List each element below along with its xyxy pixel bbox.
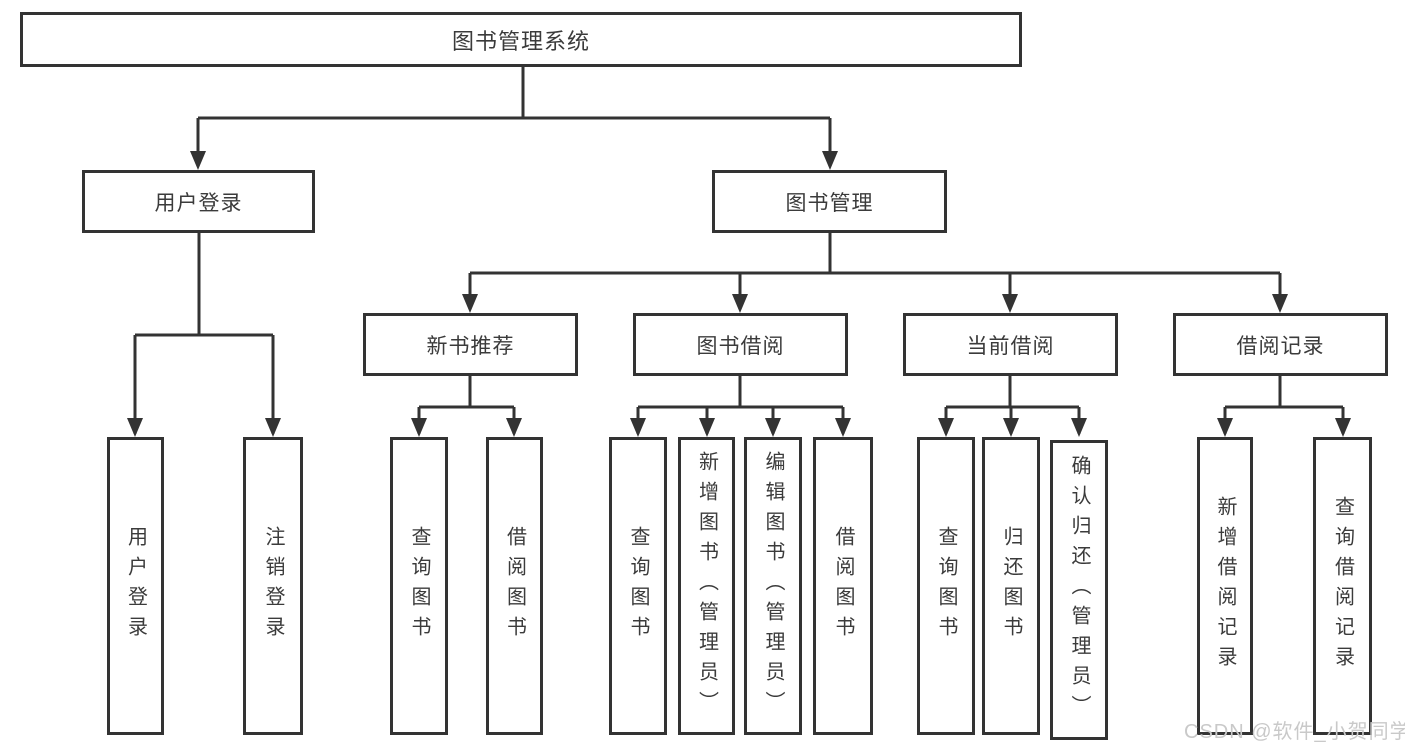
node-label: 当前借阅 — [966, 334, 1055, 358]
node-label: 图书借阅 — [696, 334, 785, 358]
leaf-borrow-books-borrowing: 借阅图书 — [813, 437, 873, 735]
node-label: 图书管理 — [785, 191, 874, 215]
node-new-book-recommendation: 新书推荐 — [363, 313, 578, 376]
node-label: 用户登录 — [124, 526, 147, 646]
arrow-down-icons — [127, 151, 1351, 437]
node-label: 借阅记录 — [1236, 334, 1325, 358]
node-user-login: 用户登录 — [82, 170, 315, 233]
node-book-management: 图书管理 — [712, 170, 947, 233]
leaf-return-books: 归还图书 — [982, 437, 1040, 735]
leaf-add-books-admin: 新增图书（管理员） — [678, 437, 735, 735]
node-label: 查询借阅记录 — [1331, 496, 1354, 676]
node-label: 新书推荐 — [426, 334, 515, 358]
node-label: 查询图书 — [935, 526, 957, 646]
leaf-query-borrowing-record: 查询借阅记录 — [1313, 437, 1372, 735]
node-library-management-system: 图书管理系统 — [20, 12, 1022, 67]
leaf-confirm-return-admin: 确认归还（管理员） — [1050, 440, 1108, 740]
node-label: 查询图书 — [408, 526, 430, 646]
node-label: 查询图书 — [627, 526, 649, 646]
node-label: 新增借阅记录 — [1214, 496, 1236, 676]
node-book-borrowing: 图书借阅 — [633, 313, 848, 376]
leaf-edit-books-admin: 编辑图书（管理员） — [744, 437, 802, 735]
node-label: 新增图书（管理员） — [695, 451, 718, 721]
leaf-add-borrowing-record: 新增借阅记录 — [1197, 437, 1253, 735]
node-label: 编辑图书（管理员） — [762, 451, 784, 721]
node-label: 确认归还（管理员） — [1068, 455, 1090, 725]
node-borrowing-records: 借阅记录 — [1173, 313, 1388, 376]
csdn-watermark: CSDN @软件_小贺同学 — [1184, 721, 1405, 743]
node-current-borrowing: 当前借阅 — [903, 313, 1118, 376]
leaf-query-books-borrowing: 查询图书 — [609, 437, 667, 735]
leaf-borrow-books-recommendation: 借阅图书 — [486, 437, 543, 735]
leaf-user-login: 用户登录 — [107, 437, 164, 735]
leaf-logout: 注销登录 — [243, 437, 303, 735]
leaf-query-books-current: 查询图书 — [917, 437, 975, 735]
connector-lines — [133, 67, 1345, 434]
node-label: 借阅图书 — [832, 526, 854, 646]
node-label: 用户登录 — [154, 191, 243, 215]
node-label: 图书管理系统 — [451, 28, 590, 54]
leaf-query-books-recommendation: 查询图书 — [390, 437, 448, 735]
node-label: 注销登录 — [262, 526, 284, 646]
node-label: 归还图书 — [1000, 526, 1022, 646]
node-label: 借阅图书 — [503, 526, 526, 646]
